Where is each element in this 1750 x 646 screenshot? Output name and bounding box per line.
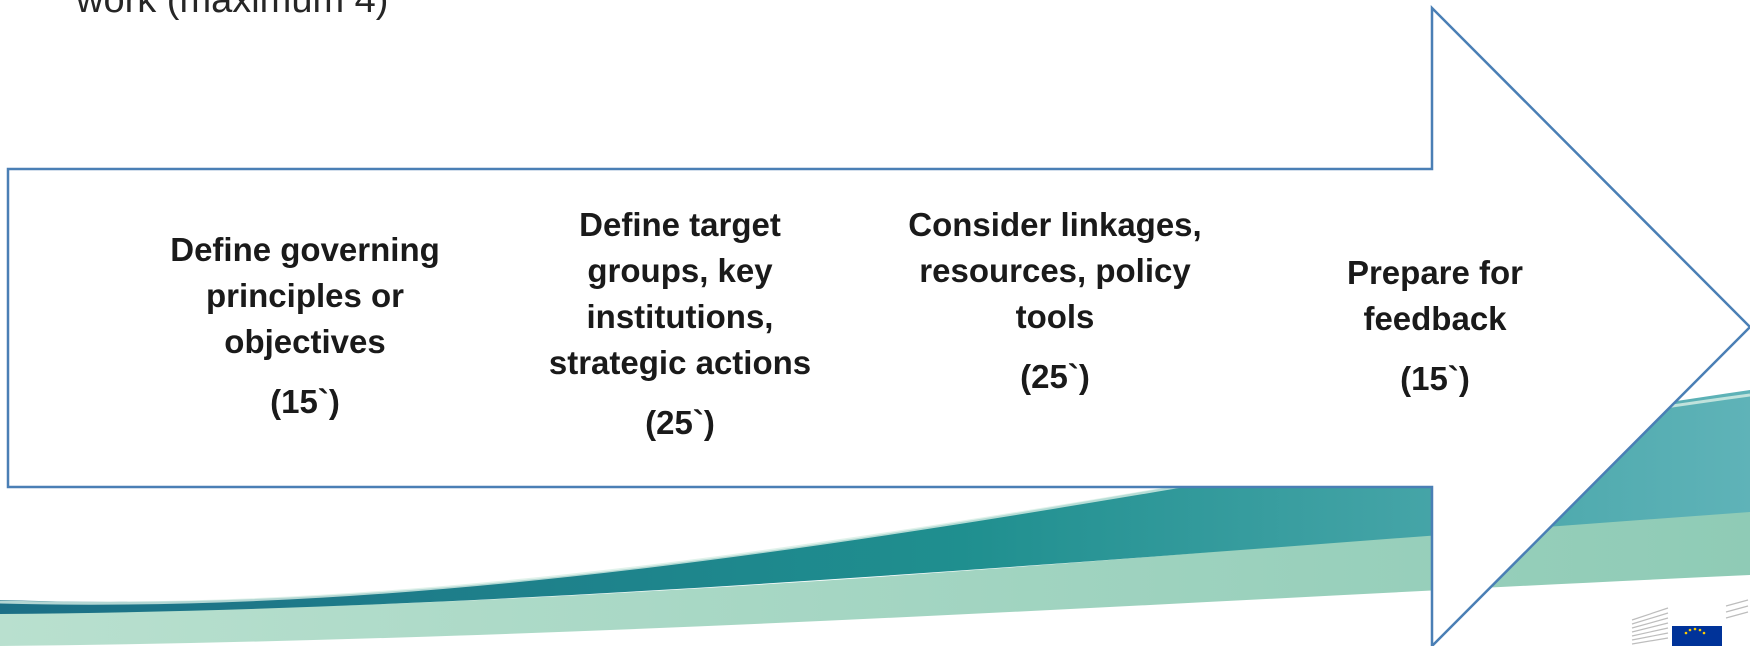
step-duration: (15`)	[270, 383, 340, 420]
step-linkages-resources: Consider linkages, resources, policy too…	[880, 202, 1230, 400]
step-title: Consider linkages, resources, policy too…	[908, 206, 1202, 335]
step-duration: (15`)	[1400, 360, 1470, 397]
step-governing-principles: Define governing principles or objective…	[130, 227, 480, 425]
step-title: Define governing principles or objective…	[170, 231, 440, 360]
step-duration: (25`)	[645, 404, 715, 441]
step-target-groups: Define target groups, key institutions, …	[515, 202, 845, 446]
step-prepare-feedback: Prepare for feedback (15`)	[1290, 250, 1580, 402]
eu-commission-logo-icon	[1631, 599, 1749, 646]
header-partial-text: work (maximum 4)	[76, 0, 389, 21]
step-duration: (25`)	[1020, 358, 1090, 395]
step-title: Prepare for feedback	[1346, 254, 1524, 337]
step-title: Define target groups, key institutions, …	[548, 206, 812, 381]
